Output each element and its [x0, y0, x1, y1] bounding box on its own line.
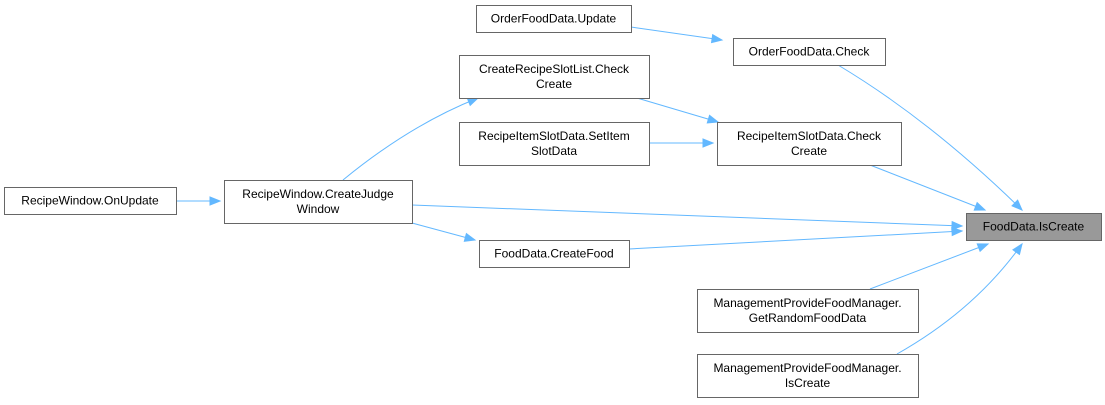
- node-label: Create: [536, 77, 572, 91]
- node-box: [459, 122, 650, 166]
- node-label: CreateRecipeSlotList.Check: [479, 62, 630, 76]
- node-label: RecipeWindow.CreateJudge: [242, 187, 394, 201]
- arrow-head-icon: [951, 220, 964, 231]
- node-label: OrderFoodData.Check: [749, 45, 871, 59]
- node-orderCheck[interactable]: OrderFoodData.Check: [733, 38, 886, 66]
- node-label: ManagementProvideFoodManager.: [713, 296, 901, 310]
- node-box: [966, 213, 1102, 241]
- edge-slotListCheck-to-itemSlotCheck: [636, 97, 719, 123]
- node-label: OrderFoodData.Update: [491, 12, 617, 26]
- arrow-head-icon: [702, 138, 715, 148]
- node-box: [224, 180, 413, 224]
- node-orderUpdate[interactable]: OrderFoodData.Update: [476, 5, 632, 33]
- edge-orderUpdate-to-orderCheck: [630, 26, 723, 41]
- edge-createJudge-to-slotListCheck: [342, 97, 479, 181]
- nodes-layer: FoodData.IsCreate OrderFoodData.UpdateOrd…: [4, 5, 1102, 398]
- arrow-head-icon: [1012, 242, 1023, 256]
- node-box: [717, 122, 902, 166]
- edge-orderCheck-to-foodIsCreate: [837, 64, 1023, 211]
- node-box: [697, 289, 919, 333]
- arrow-head-icon: [706, 114, 720, 124]
- node-mgrIsCreate[interactable]: ManagementProvideFoodManager.IsCreate: [697, 354, 919, 398]
- node-label: Window: [297, 202, 340, 216]
- arrow-head-icon: [463, 232, 477, 242]
- node-label: RecipeItemSlotData.SetItem: [478, 129, 629, 143]
- arrow-head-icon: [973, 201, 987, 211]
- node-box: [459, 55, 650, 99]
- node-label: RecipeWindow.OnUpdate: [21, 194, 159, 208]
- node-onUpdate[interactable]: RecipeWindow.OnUpdate: [4, 187, 177, 215]
- edge-createJudge-to-foodIsCreate: [411, 204, 963, 227]
- node-box: [476, 5, 632, 33]
- node-label: FoodData.IsCreate: [983, 220, 1085, 234]
- edge-mgrIsCreate-to-foodIsCreate: [896, 243, 1023, 355]
- edge-createFood-to-foodIsCreate: [628, 230, 963, 250]
- node-mgrRandom[interactable]: ManagementProvideFoodManager.GetRandomFo…: [697, 289, 919, 333]
- node-label: FoodData.CreateFood: [494, 247, 613, 261]
- edge-itemSlotCheck-to-foodIsCreate: [869, 164, 986, 211]
- edge-createJudge-to-createFood: [411, 222, 476, 241]
- node-label: SlotData: [531, 144, 577, 158]
- node-foodIsCreate[interactable]: FoodData.IsCreate: [966, 213, 1102, 241]
- arrow-head-icon: [209, 196, 222, 206]
- node-createFood[interactable]: FoodData.CreateFood: [479, 240, 630, 268]
- node-label: Create: [791, 144, 827, 158]
- node-label: IsCreate: [785, 376, 831, 390]
- edges-layer: [176, 26, 1023, 355]
- edge-mgrRandom-to-foodIsCreate: [869, 243, 989, 290]
- arrow-head-icon: [1011, 199, 1023, 211]
- node-box: [697, 354, 919, 398]
- node-label: RecipeItemSlotData.Check: [737, 129, 882, 143]
- arrow-head-icon: [710, 33, 724, 44]
- node-label: ManagementProvideFoodManager.: [713, 361, 901, 375]
- node-box: [4, 187, 177, 215]
- node-label: GetRandomFoodData: [749, 311, 867, 325]
- node-box: [733, 38, 886, 66]
- arrow-head-icon: [466, 97, 480, 107]
- node-box: [479, 240, 630, 268]
- arrow-head-icon: [951, 226, 964, 237]
- arrow-head-icon: [976, 243, 990, 253]
